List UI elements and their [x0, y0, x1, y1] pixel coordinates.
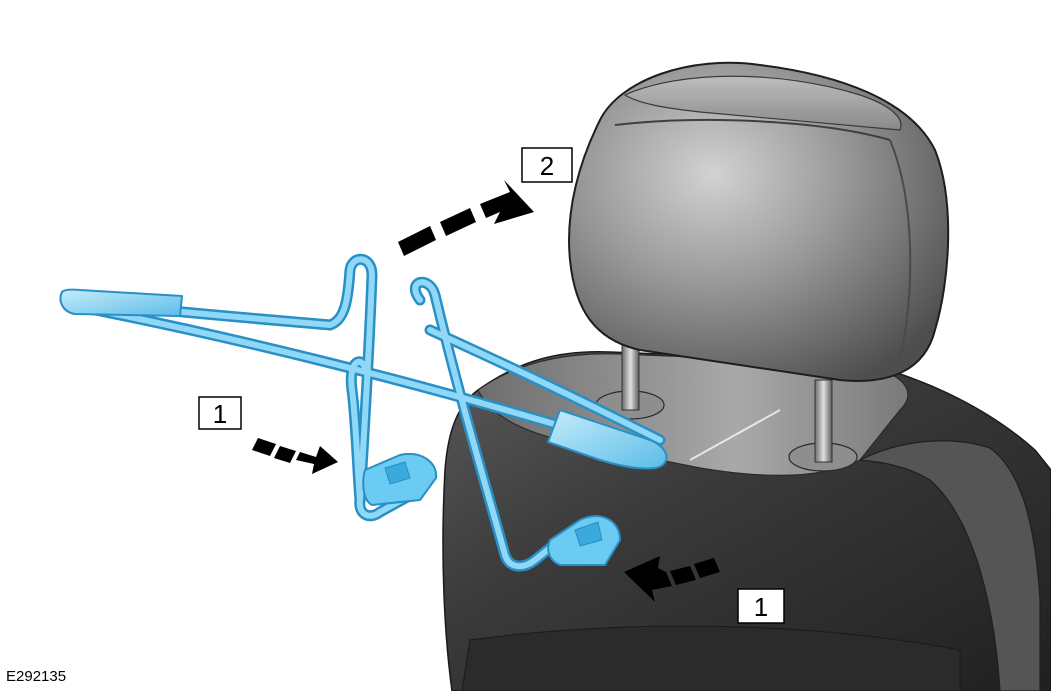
post-right	[814, 379, 833, 463]
coat-hanger	[59, 253, 668, 572]
hanger-right-grip	[547, 409, 668, 470]
callout-box-2: 2	[521, 147, 573, 183]
seat-top-seam	[689, 409, 781, 461]
headrest-rear-seam	[614, 119, 891, 141]
callout-box-1-left: 1	[198, 396, 242, 430]
arrow-callout-1-right	[624, 556, 720, 602]
callout-box-1-right: 1	[737, 588, 785, 624]
hanger-clip-right-slot	[574, 521, 603, 547]
seat-backrest	[442, 351, 1051, 691]
headrest	[568, 61, 950, 382]
hanger-right-arm	[412, 279, 563, 570]
hanger-clip-left-slot	[384, 461, 411, 485]
arrow-callout-1-left	[252, 438, 338, 474]
hanger-left-grip	[59, 288, 183, 317]
headrest-side-seam	[889, 139, 912, 361]
callout-label-1-left: 1	[213, 399, 227, 429]
headrest-top-ridge	[623, 75, 902, 131]
callout-label-2: 2	[540, 151, 554, 181]
hanger-left-leg	[348, 358, 369, 503]
arrow-callout-2	[398, 180, 534, 256]
hanger-right-rail	[427, 327, 663, 443]
headrest-body	[568, 61, 950, 382]
figure-id: E292135	[6, 668, 67, 685]
seat-lower-panel	[461, 625, 961, 691]
seat-side-bolster	[857, 440, 1041, 691]
callout-label-1-right: 1	[754, 592, 768, 622]
